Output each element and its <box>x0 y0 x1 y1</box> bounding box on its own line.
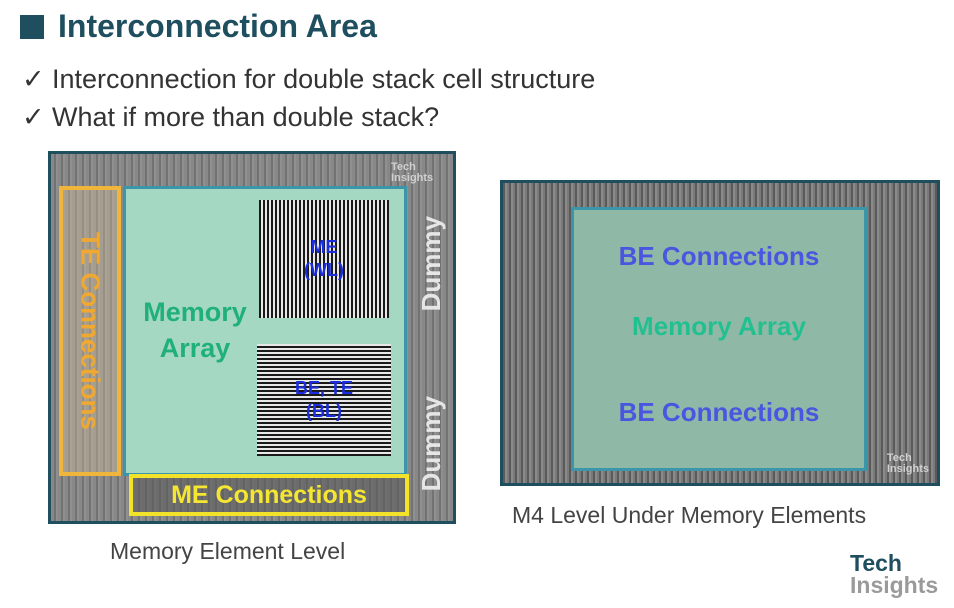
be-te-label: BE, TE <box>294 378 353 398</box>
memory-array-region <box>571 207 867 471</box>
title-square-icon <box>20 14 44 39</box>
dummy-label-top: Dummy <box>415 216 446 312</box>
m4-level-image: BE Connections Memory Array BE Connectio… <box>500 180 940 486</box>
bullet-item: ✓What if more than double stack? <box>22 102 439 133</box>
dummy-label-bottom: Dummy <box>415 396 446 492</box>
memory-array-label: Memory Array <box>632 311 806 341</box>
wl-label: (WL) <box>304 260 344 280</box>
me-connections-box: ME Connections <box>129 474 409 516</box>
watermark: Tech Insights <box>886 452 929 475</box>
bullet-text: What if more than double stack? <box>52 102 440 132</box>
be-connections-bottom-label: BE Connections <box>618 397 820 427</box>
title-text: Interconnection Area <box>58 8 377 44</box>
te-connections-box <box>59 186 121 476</box>
me-wl-patch: ME (WL) <box>259 200 389 318</box>
bullet-item: ✓Interconnection for double stack cell s… <box>22 64 595 95</box>
check-icon: ✓ <box>22 102 45 132</box>
right-caption: M4 Level Under Memory Elements <box>512 502 867 528</box>
me-connections-label: ME Connections <box>171 480 367 509</box>
slide-title: Interconnection Area <box>20 8 377 45</box>
te-connections-label: TE Connections <box>75 232 106 430</box>
techinsights-logo: Tech Insights <box>850 550 939 598</box>
check-icon: ✓ <box>22 64 45 94</box>
memory-element-level-image: TE Connections Memory Array ME (WL) BE, … <box>48 151 456 524</box>
me-label: ME <box>310 237 338 257</box>
left-caption: Memory Element Level <box>110 538 346 564</box>
watermark: Tech Insights <box>391 161 434 184</box>
memory-array-label: Memory Array <box>143 297 247 363</box>
be-te-bl-patch: BE, TE (BL) <box>257 344 391 456</box>
be-connections-top-label: BE Connections <box>618 241 820 271</box>
bullet-text: Interconnection for double stack cell st… <box>52 64 596 94</box>
bl-label: (BL) <box>306 401 342 421</box>
